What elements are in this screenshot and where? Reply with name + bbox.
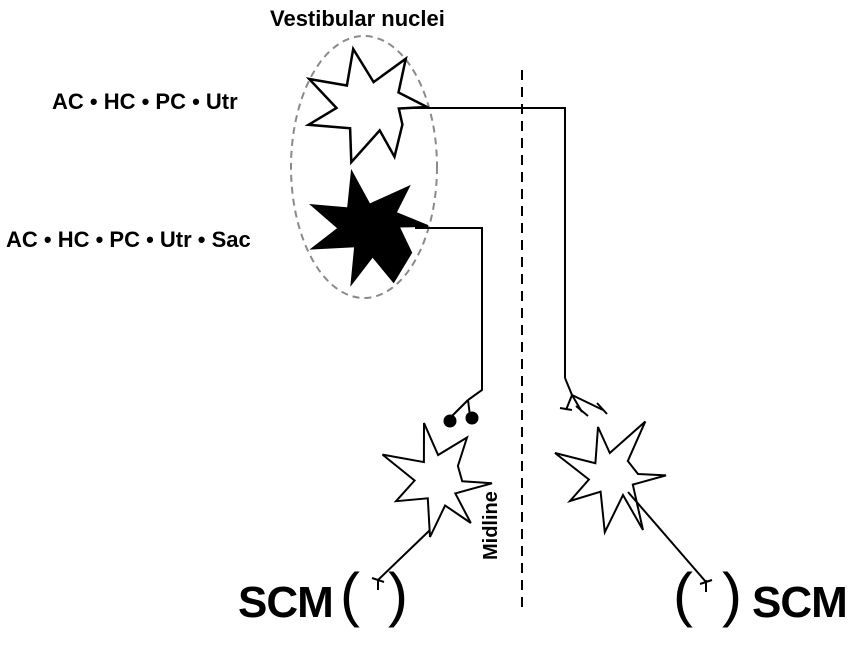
right-motoneuron-axon	[627, 491, 707, 583]
inhibitory-terminal	[443, 414, 457, 428]
inhibitory-terminal	[465, 411, 479, 425]
right-scm-open-paren: (	[673, 561, 693, 628]
midline-label: Midline	[480, 491, 502, 560]
lower-vestibular-neuron	[309, 168, 429, 287]
upper-vestibular-neuron	[304, 45, 432, 166]
lower-neuron-axon	[415, 227, 483, 401]
right-scm-close-paren: )	[722, 561, 742, 628]
left-motoneuron	[381, 422, 493, 538]
right-motoneuron	[554, 420, 667, 536]
right-axon-terminal	[699, 579, 713, 585]
left-scm-open-paren: (	[340, 561, 360, 628]
right-scm-label: SCM	[752, 578, 848, 627]
vestibular-nuclei-ellipse	[290, 35, 438, 299]
vestibular-nuclei-title: Vestibular nuclei	[270, 6, 445, 31]
upper-neuron-label: AC • HC • PC • Utr	[52, 89, 238, 114]
upper-neuron-axon	[410, 107, 566, 378]
left-motoneuron-axon	[377, 529, 431, 581]
lower-neuron-label: AC • HC • PC • Utr • Sac	[6, 227, 251, 252]
inhibitory-branch	[449, 399, 469, 419]
excitatory-terminals	[559, 377, 608, 417]
left-axon-terminal	[371, 577, 385, 583]
left-scm-close-paren: )	[388, 561, 408, 628]
left-scm-label: SCM	[238, 578, 334, 627]
